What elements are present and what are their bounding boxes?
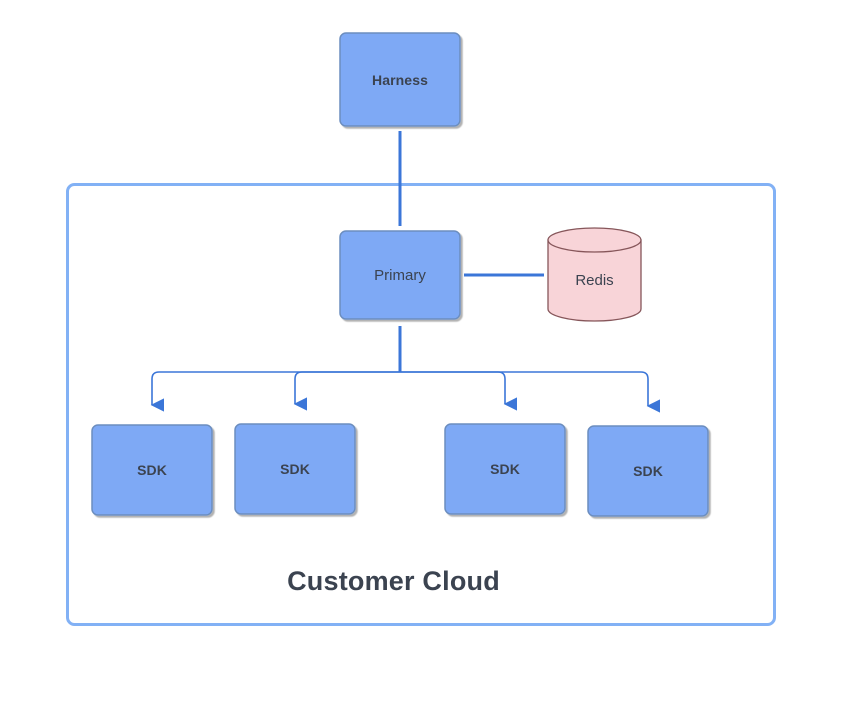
connector-primary-sdk-1 — [150, 371, 400, 412]
connector-primary-sdk-4 — [400, 371, 660, 413]
customer-cloud-container — [66, 183, 776, 626]
node-redis[interactable] — [547, 227, 642, 322]
node-sdk-3[interactable] — [444, 423, 566, 515]
node-sdk-1[interactable] — [91, 424, 213, 516]
redis-cylinder-top — [547, 227, 642, 253]
node-sdk-2[interactable] — [234, 423, 356, 515]
connector-primary-sdk-3 — [400, 371, 517, 411]
node-harness[interactable] — [339, 32, 461, 127]
node-sdk-4[interactable] — [587, 425, 709, 517]
node-primary[interactable] — [339, 230, 461, 320]
connector-primary-sdk-2 — [293, 371, 400, 411]
